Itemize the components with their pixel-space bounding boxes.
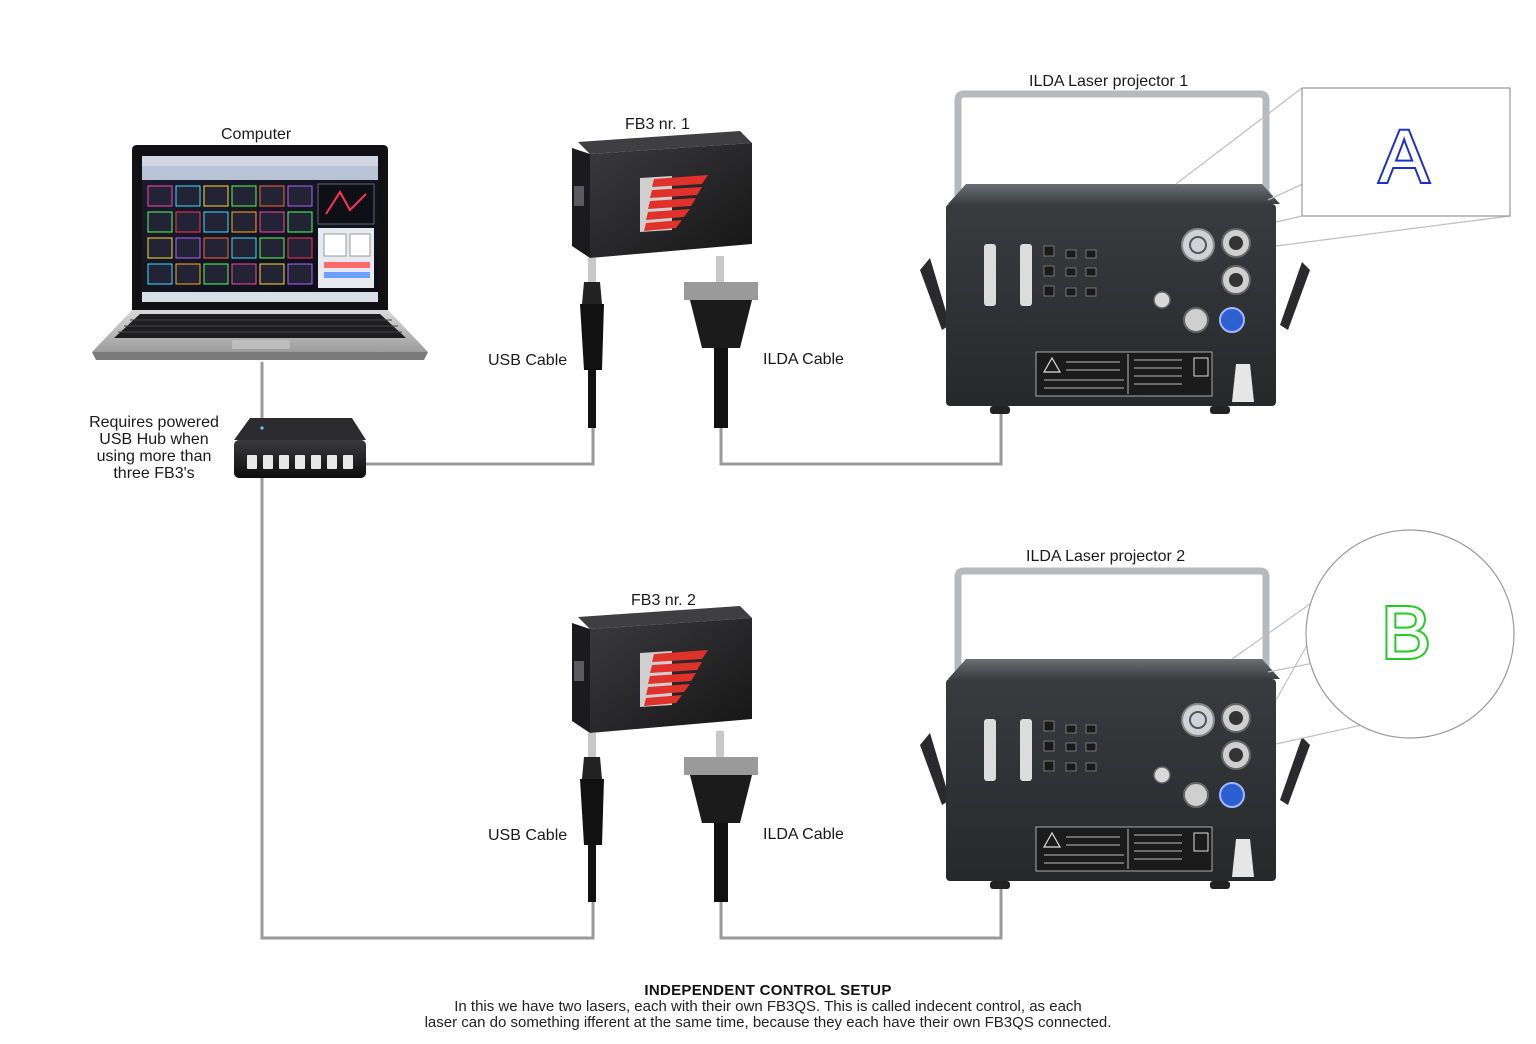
usb-hub-note-line: using more than	[96, 448, 212, 465]
usb-hub-note-line: three FB3's	[113, 465, 195, 482]
fb3-1-label: FB3 nr. 1	[625, 116, 690, 133]
computer-label: Computer	[221, 126, 292, 143]
caption: INDEPENDENT CONTROL SETUP In this we hav…	[0, 982, 1536, 1031]
projection-a	[1175, 87, 1511, 247]
fb3-logo-icon	[640, 175, 708, 232]
projector-2-label: ILDA Laser projector 2	[1026, 548, 1186, 565]
caption-title: INDEPENDENT CONTROL SETUP	[644, 982, 892, 999]
laser-projector-1	[920, 90, 1310, 414]
caption-line: In this we have two lasers, each with th…	[454, 998, 1082, 1015]
projection-a-letter: A	[1379, 115, 1429, 198]
usb-cable-2-label: USB Cable	[488, 827, 568, 844]
ilda-cable-2-label: ILDA Cable	[763, 826, 844, 843]
caption-body: In this we have two lasers, each with th…	[0, 999, 1536, 1031]
usb-hub	[234, 418, 366, 478]
wire-hub-to-fb3-2	[260, 478, 595, 940]
ilda-cable-1-label: ILDA Cable	[763, 351, 844, 368]
projector-1-label: ILDA Laser projector 1	[1029, 73, 1189, 90]
fb3-logo-icon	[640, 650, 708, 707]
laser-projector-2	[920, 567, 1310, 889]
usb-hub-note-line: USB Hub when	[99, 431, 209, 448]
caption-line: laser can do something ifferent at the s…	[424, 1014, 1112, 1031]
laser-thumbnails	[147, 185, 313, 285]
usb-hub-note-line: Requires powered	[89, 414, 219, 431]
usb-hub-note: Requires powered USB Hub when using more…	[78, 414, 230, 482]
usb-cable-1-label: USB Cable	[488, 352, 568, 369]
projection-b	[1231, 529, 1515, 745]
fb3-interface-2	[572, 606, 758, 902]
fb3-2-label: FB3 nr. 2	[631, 592, 696, 609]
laptop	[92, 145, 428, 360]
projection-b-letter: B	[1381, 591, 1430, 674]
fb3-interface-1	[572, 131, 758, 428]
wire-hub-to-fb3-1	[364, 428, 595, 466]
